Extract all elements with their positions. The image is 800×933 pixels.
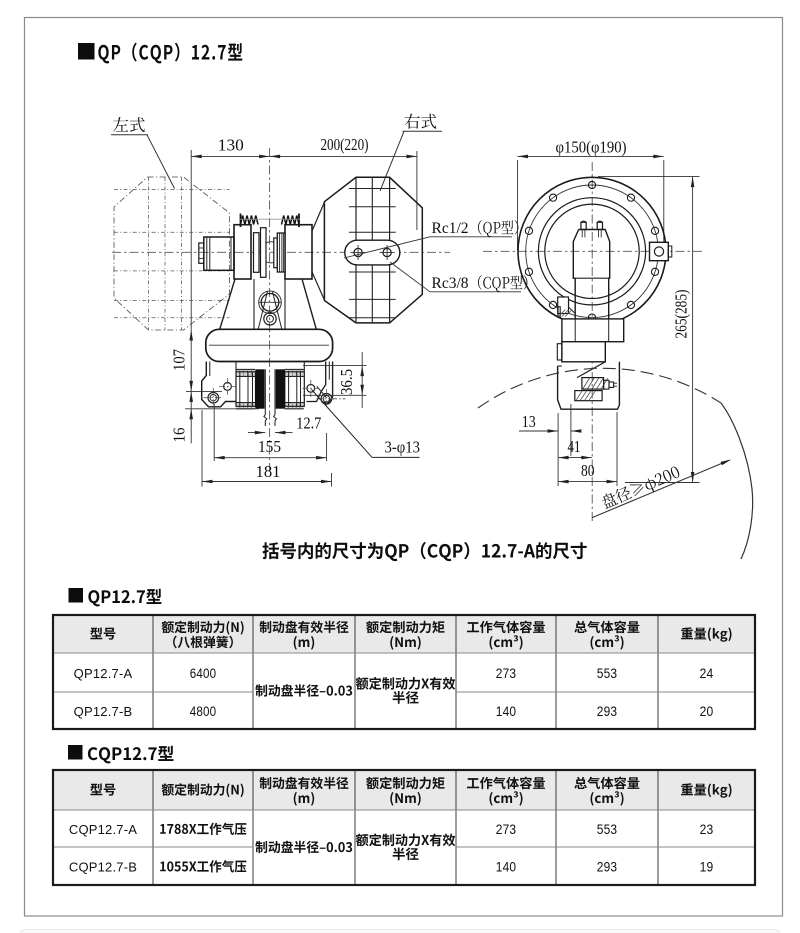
svg-text:φ150(φ190): φ150(φ190) (556, 138, 627, 157)
svg-text:QP12.7-B: QP12.7-B (74, 704, 133, 719)
svg-text:107: 107 (170, 349, 189, 371)
svg-text:QP12.7-A: QP12.7-A (74, 666, 133, 681)
svg-text:140: 140 (496, 858, 517, 874)
svg-text:16: 16 (170, 428, 189, 443)
svg-text:80: 80 (581, 461, 595, 480)
svg-text:273: 273 (496, 821, 517, 837)
svg-text:Rc1/2: Rc1/2 (432, 220, 469, 237)
svg-text:36.5: 36.5 (337, 369, 356, 395)
svg-text:553: 553 (597, 821, 618, 837)
svg-text:12.7: 12.7 (296, 414, 321, 433)
svg-text:273: 273 (496, 665, 517, 681)
svg-text:Rc3/8: Rc3/8 (432, 275, 469, 292)
svg-text:293: 293 (597, 858, 618, 874)
svg-text:13: 13 (522, 412, 536, 431)
svg-text:155: 155 (258, 437, 281, 456)
svg-text:130: 130 (218, 136, 244, 155)
svg-text:3-φ13: 3-φ13 (385, 438, 421, 457)
svg-text:140: 140 (496, 703, 517, 719)
svg-text:23: 23 (700, 821, 714, 837)
svg-text:553: 553 (597, 665, 618, 681)
svg-text:CQP12.7-B: CQP12.7-B (69, 859, 137, 874)
svg-text:200(220): 200(220) (321, 135, 369, 154)
svg-text:41: 41 (568, 437, 581, 456)
svg-text:20: 20 (700, 703, 714, 719)
svg-text:265(285): 265(285) (672, 290, 691, 339)
svg-text:24: 24 (700, 665, 714, 681)
svg-text:6400: 6400 (190, 665, 217, 681)
svg-text:19: 19 (700, 858, 714, 874)
svg-text:293: 293 (597, 703, 618, 719)
svg-text:CQP12.7-A: CQP12.7-A (69, 822, 137, 837)
svg-text:181: 181 (256, 462, 281, 481)
svg-text:4800: 4800 (190, 703, 217, 719)
